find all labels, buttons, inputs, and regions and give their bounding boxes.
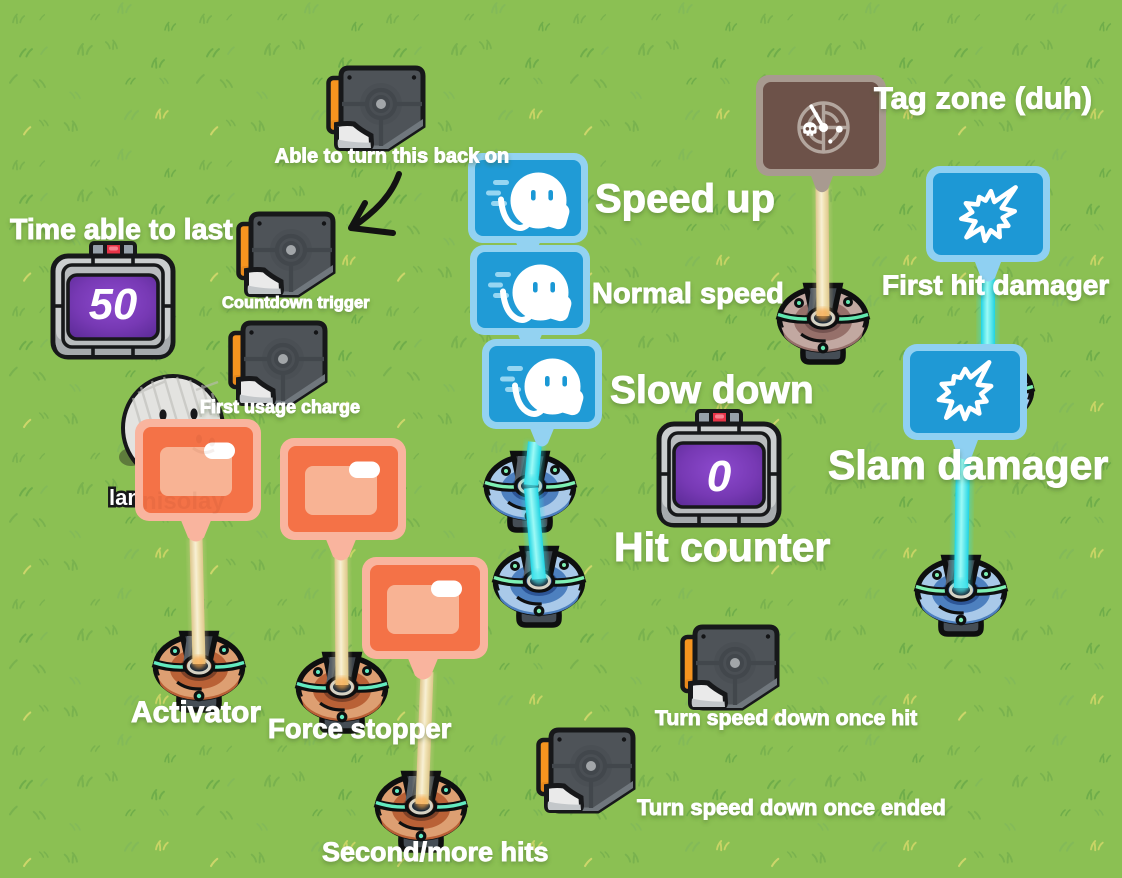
svg-text:Turn speed down once hit: Turn speed down once hit — [655, 706, 917, 730]
svg-text:Able to turn this back on: Able to turn this back on — [275, 146, 509, 168]
svg-text:Second/more hits: Second/more hits — [322, 837, 549, 867]
svg-text:First hit damager: First hit damager — [882, 270, 1109, 301]
svg-text:Speed up: Speed up — [595, 177, 775, 221]
svg-text:Tag zone (duh): Tag zone (duh) — [874, 81, 1092, 116]
svg-text:50: 50 — [89, 281, 137, 329]
svg-text:Hit counter: Hit counter — [614, 524, 830, 570]
svg-text:0: 0 — [707, 452, 732, 501]
svg-text:Slam damager: Slam damager — [828, 442, 1108, 488]
svg-text:Turn speed down once ended: Turn speed down once ended — [637, 795, 946, 820]
svg-text:Slow down: Slow down — [610, 369, 814, 412]
svg-text:First usage charge: First usage charge — [200, 397, 360, 417]
svg-text:nisolay: nisolay — [142, 488, 225, 515]
svg-text:Activator: Activator — [131, 696, 261, 729]
svg-text:Normal speed: Normal speed — [592, 278, 784, 310]
svg-text:Countdown trigger: Countdown trigger — [222, 294, 370, 312]
svg-text:Force stopper: Force stopper — [268, 713, 452, 744]
svg-text:Time able to last: Time able to last — [10, 214, 233, 246]
